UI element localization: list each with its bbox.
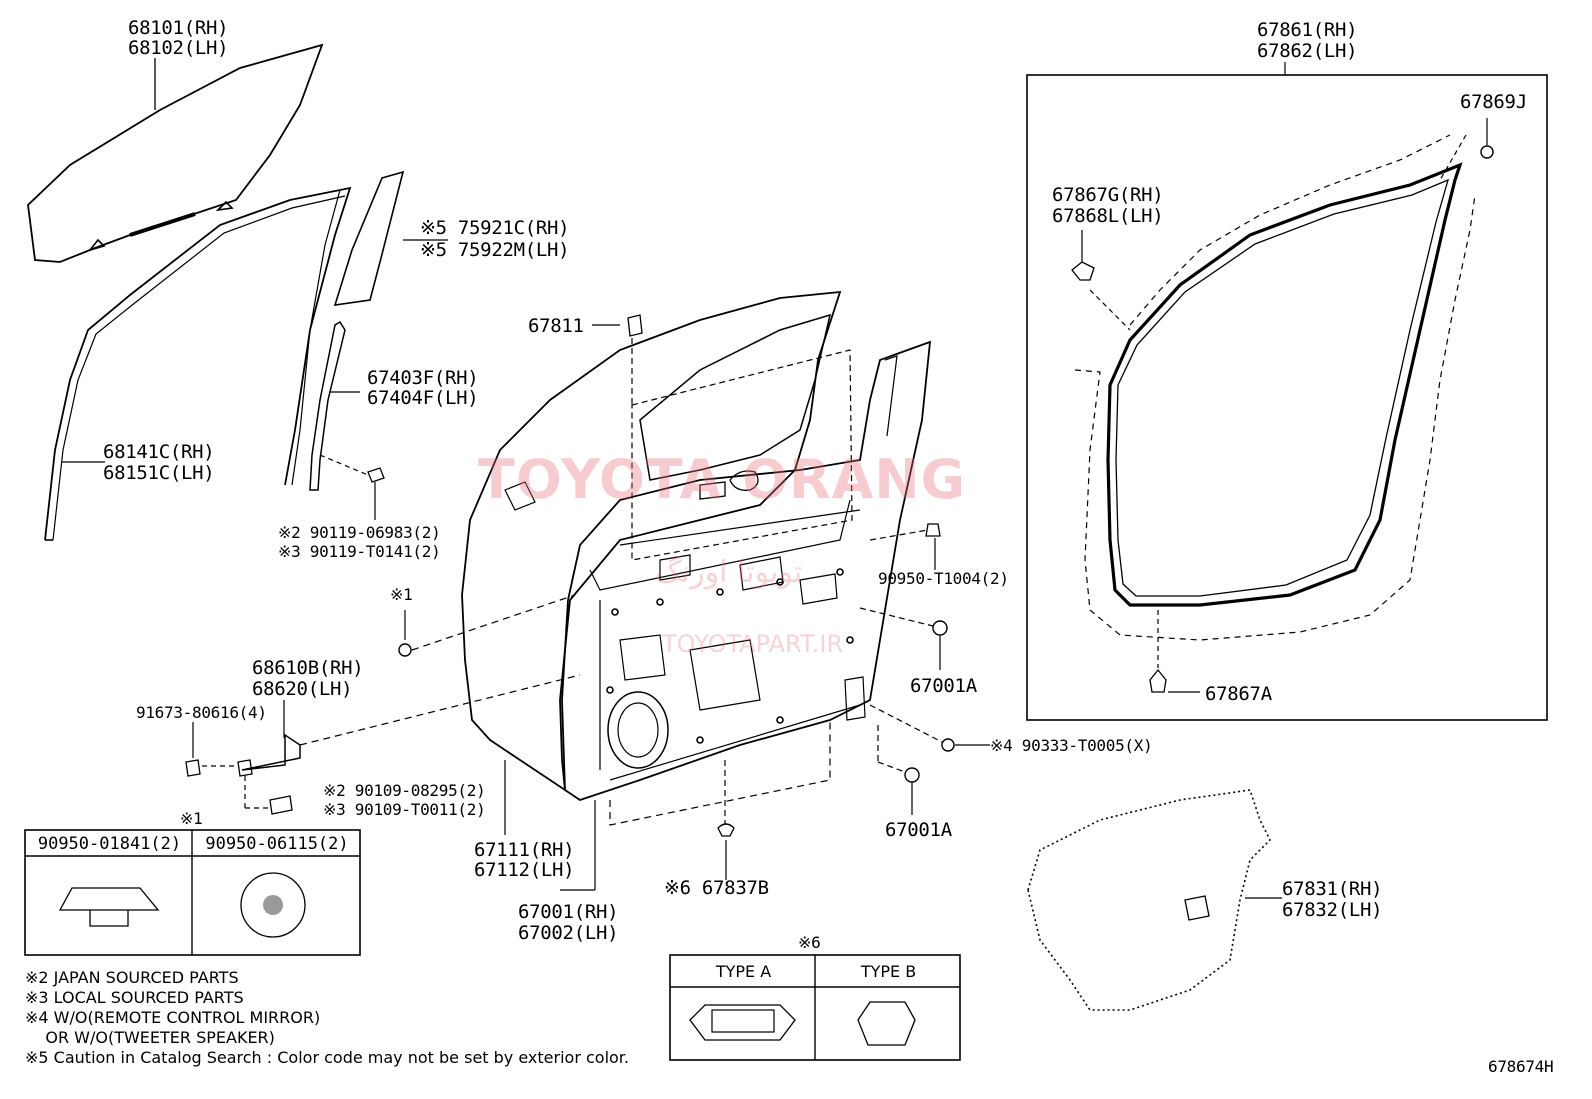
label-67811: 67811 bbox=[528, 315, 584, 337]
run-channel-part bbox=[44, 186, 352, 541]
label-67862: 67862(LH) bbox=[1257, 40, 1358, 62]
diagram-code: 678674H bbox=[1488, 1057, 1554, 1076]
label-67404: 67404F(LH) bbox=[367, 387, 479, 409]
table6-col1-header: TYPE A bbox=[715, 962, 772, 981]
label-67001: 67001(RH) bbox=[518, 901, 619, 923]
label-90333: ※4 90333-T0005(X) bbox=[990, 736, 1153, 755]
label-67001a-upper: 67001A bbox=[910, 675, 977, 697]
footnote-2: ※3 LOCAL SOURCED PARTS bbox=[25, 988, 244, 1007]
footnote-4: OR W/O(TWEETER SPEAKER) bbox=[25, 1028, 275, 1047]
door-glass-part bbox=[27, 43, 324, 263]
label-68102: 68102(LH) bbox=[128, 37, 229, 59]
footnote-5: ※5 Caution in Catalog Search : Color cod… bbox=[25, 1048, 629, 1067]
label-67002: 67002(LH) bbox=[518, 922, 619, 944]
table1-col2-header: 90950-06115(2) bbox=[205, 834, 349, 854]
label-67112: 67112(LH) bbox=[474, 859, 575, 881]
watermark-subtext: تویوتا اورنگ bbox=[655, 555, 803, 590]
label-67001a-lower: 67001A bbox=[885, 819, 952, 841]
watermark-url: TOYOTAPART.IR bbox=[662, 630, 844, 658]
door-check-part bbox=[237, 674, 581, 815]
label-67111: 67111(RH) bbox=[474, 839, 575, 861]
label-67868l: 67868L(LH) bbox=[1052, 205, 1164, 227]
label-67403: 67403F(RH) bbox=[367, 367, 479, 389]
table6-col2-header: TYPE B bbox=[860, 962, 917, 981]
label-67869: 67869J bbox=[1460, 91, 1527, 113]
footnote-1: ※2 JAPAN SOURCED PARTS bbox=[25, 968, 239, 987]
footnote-3: ※4 W/O(REMOTE CONTROL MIRROR) bbox=[25, 1008, 321, 1027]
lower-channel-part bbox=[309, 320, 360, 491]
label-67867g: 67867G(RH) bbox=[1052, 184, 1164, 206]
label-67837: ※6 67837B bbox=[664, 877, 769, 899]
label-67832: 67832(LH) bbox=[1282, 899, 1383, 921]
label-91673: 91673-80616(4) bbox=[136, 703, 267, 722]
watermark-text: TOYOTA ORANG bbox=[478, 448, 966, 511]
table6-star: ※6 bbox=[798, 933, 821, 952]
label-75922: ※5 75922M(LH) bbox=[420, 239, 570, 261]
table-star1 bbox=[24, 829, 361, 956]
label-90950: 90950-T1004(2) bbox=[878, 569, 1009, 588]
label-68101: 68101(RH) bbox=[128, 17, 229, 39]
label-67867a: 67867A bbox=[1205, 683, 1272, 705]
table-star6 bbox=[669, 954, 961, 1061]
table1-star: ※1 bbox=[180, 809, 203, 828]
label-star1: ※1 bbox=[390, 585, 413, 604]
label-90119-a: ※2 90119-06983(2) bbox=[278, 523, 441, 542]
label-90119-b: ※3 90119-T0141(2) bbox=[278, 542, 441, 561]
label-68141: 68141C(RH) bbox=[103, 441, 215, 463]
label-75921: ※5 75921C(RH) bbox=[420, 217, 570, 239]
hole-cover-part bbox=[1027, 789, 1282, 1011]
label-67831: 67831(RH) bbox=[1282, 878, 1383, 900]
table1-col1-header: 90950-01841(2) bbox=[37, 834, 182, 854]
weatherstrip-box bbox=[1026, 62, 1548, 721]
label-90109-a: ※2 90109-08295(2) bbox=[323, 781, 486, 800]
garnish-part bbox=[333, 170, 448, 306]
label-68620: 68620(LH) bbox=[252, 678, 353, 700]
label-68610: 68610B(RH) bbox=[252, 657, 364, 679]
bolt-90119 bbox=[319, 454, 385, 520]
label-67861: 67861(RH) bbox=[1257, 19, 1358, 41]
label-68151: 68151C(LH) bbox=[103, 462, 215, 484]
door-panel-part bbox=[461, 290, 932, 801]
label-90109-b: ※3 90109-T0011(2) bbox=[323, 800, 486, 819]
